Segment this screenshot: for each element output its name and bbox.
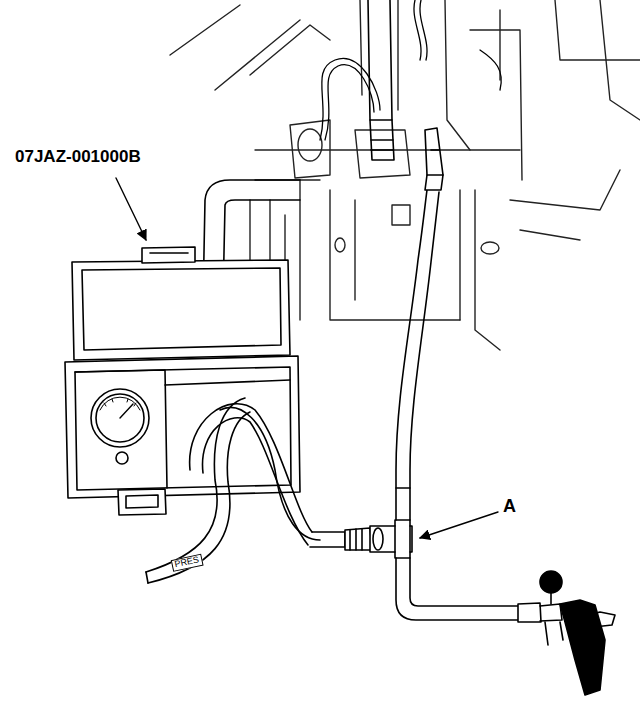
tester-case	[65, 247, 300, 515]
t-fitting	[370, 520, 412, 558]
callout-letter: A	[503, 497, 516, 517]
tool-number: 07JAZ-001000B	[15, 148, 141, 167]
hose	[396, 558, 520, 620]
leader-arrow	[116, 178, 498, 538]
hose	[396, 128, 443, 520]
hose	[146, 398, 372, 583]
pipe	[368, 0, 394, 160]
wire-harness	[320, 0, 501, 140]
vacuum-pump	[518, 571, 615, 695]
